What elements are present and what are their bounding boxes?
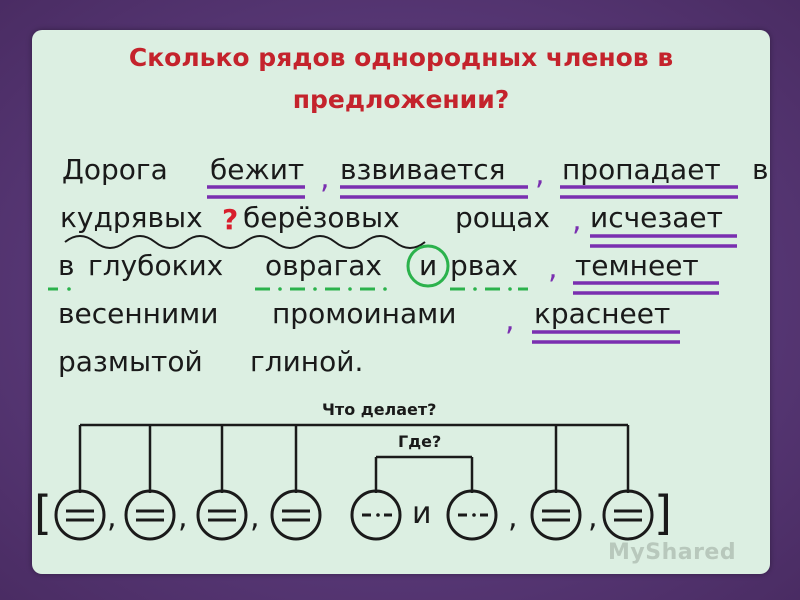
scheme-comma-1: , (107, 500, 117, 535)
word-rvakh: рвах (450, 249, 519, 282)
word-roshchakh: рощах (455, 201, 551, 234)
scheme-comma-5: , (588, 500, 598, 535)
word-berezovykh: берёзовых (243, 201, 400, 234)
scheme-adverbial-circles (350, 489, 498, 541)
comma-3: , (572, 203, 582, 238)
scheme-circle-6 (446, 489, 498, 541)
scheme-circle-3 (196, 489, 248, 541)
slide-title-line1: Сколько рядов однородных членов в (128, 43, 674, 72)
word-doroga: Дорога (62, 153, 168, 186)
scheme-circle-8 (602, 489, 654, 541)
word-glinoy: глиной. (250, 345, 364, 378)
scheme-question-what: Что делает? (322, 400, 437, 419)
predicate-underlines (207, 185, 738, 344)
watermark-logo: MyShared (608, 540, 737, 565)
scheme-comma-4: , (508, 500, 518, 535)
scheme-question-where: Где? (398, 432, 442, 451)
scheme-conjunction: и (412, 496, 432, 531)
word-v: в (752, 153, 769, 186)
word-krasneet: краснеет (534, 297, 671, 330)
word-kudryavykh: кудрявых (60, 201, 203, 234)
comma-2: , (535, 157, 545, 192)
word-i: и (419, 249, 438, 282)
scheme-predicate-circles (54, 489, 654, 541)
conjunction-circle (406, 244, 450, 288)
comma-1: , (320, 161, 330, 196)
adverbial-underlines (48, 287, 528, 291)
word-propadaet: пропадает (562, 153, 721, 186)
scheme-circle-7 (530, 489, 582, 541)
word-promoinami: промоинами (272, 297, 457, 330)
wavy-underline (64, 235, 426, 249)
slide-title-line2: предложении? (292, 85, 510, 114)
scheme-connectors (78, 423, 630, 493)
word-ischezaet: исчезает (590, 201, 723, 234)
scheme-circle-5 (350, 489, 402, 541)
scheme-comma-2: , (178, 500, 188, 535)
word-razmytoy: размытой (58, 345, 203, 378)
comma-5: , (505, 303, 515, 338)
word-vesennimi: весенними (58, 297, 219, 330)
comma-4: , (548, 251, 558, 286)
slide-card (32, 30, 770, 574)
word-temneet: темнеет (575, 249, 699, 282)
scheme-circle-4 (270, 489, 322, 541)
question-mark: ? (222, 203, 239, 236)
word-glubokikh: глубоких (88, 249, 224, 282)
scheme-circle-1 (54, 489, 106, 541)
scheme-bracket-close: ] (654, 486, 672, 540)
word-vzvivaetsya: взвивается (340, 153, 506, 186)
word-v2: в (58, 249, 75, 282)
scheme-circle-2 (124, 489, 176, 541)
scheme-comma-3: , (250, 500, 260, 535)
word-ovragakh: оврагах (265, 249, 383, 282)
word-bezhit: бежит (210, 153, 305, 186)
scheme-bracket-open: [ (34, 486, 52, 540)
